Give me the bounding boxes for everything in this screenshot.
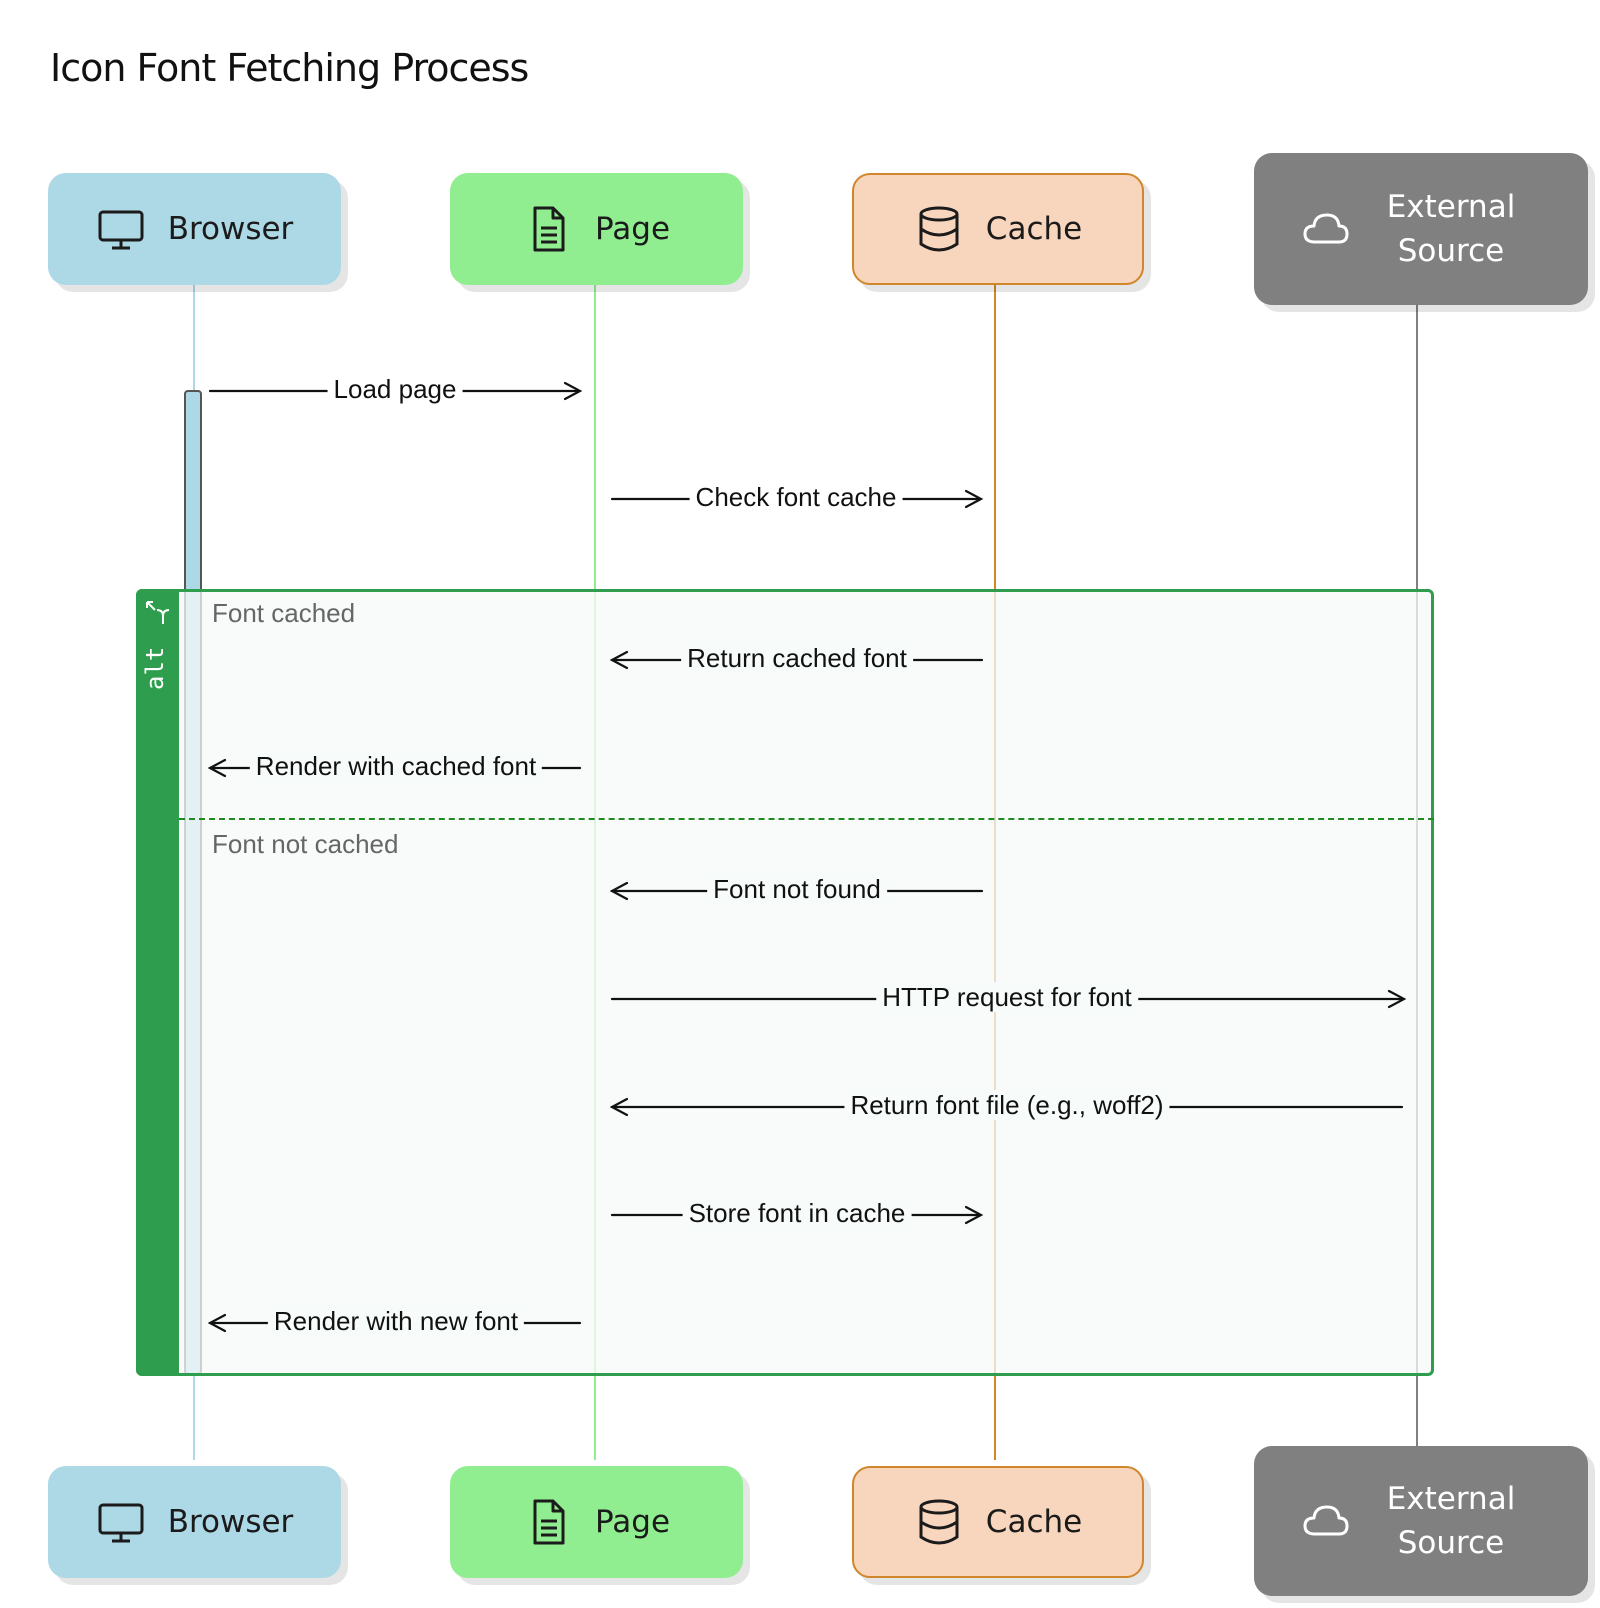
participant-label: External Source [1386,1481,1516,1561]
message-label-7: Return font file (e.g., woff2) [844,1090,1170,1120]
participant-label: Cache [985,211,1083,247]
participant-label: Browser [167,1504,294,1540]
participant-label: Page [594,211,671,247]
branch-icon [146,601,170,624]
participant-label: Page [594,1504,671,1540]
participant-page-top[interactable]: Page [450,173,743,285]
diagram-title: Icon Font Fetching Process [50,46,529,90]
database-icon [919,206,959,252]
message-label-4: Render with cached font [249,751,543,781]
arrowhead-1 [563,381,583,401]
file-text-icon [533,206,565,252]
participant-page-bottom[interactable]: Page [450,1466,743,1578]
alt-guard-2: Font not cached [212,829,399,859]
alt-operator-label: alt [141,646,169,690]
alt-frame [136,589,1434,1376]
message-label-8: Store font in cache [682,1198,912,1228]
database-icon [919,1499,959,1545]
participant-label: Browser [167,211,294,247]
message-label-9: Render with new font [267,1306,525,1336]
participant-cache-bottom[interactable]: Cache [852,1466,1144,1578]
alt-frame-tab [136,589,179,1376]
message-label-5: Font not found [707,874,887,904]
cloud-icon [1303,213,1349,244]
participant-browser-top[interactable]: Browser [48,173,341,285]
message-label-6: HTTP request for font [876,982,1138,1012]
file-text-icon [533,1499,565,1545]
cloud-icon [1303,1505,1349,1536]
message-label-2: Check font cache [689,482,903,512]
monitor-icon [98,1503,144,1543]
participant-external-top[interactable]: External Source [1254,153,1588,305]
participant-external-bottom[interactable]: External Source [1254,1446,1588,1596]
participant-cache-top[interactable]: Cache [852,173,1144,285]
message-label-1: Load page [327,374,463,404]
monitor-icon [98,210,144,250]
participant-label: Cache [985,1504,1083,1540]
arrowhead-2 [964,489,984,509]
alt-guard-1: Font cached [212,598,356,628]
message-label-3: Return cached font [681,643,913,673]
alt-branch-divider [179,818,1434,820]
participant-label: External Source [1386,189,1516,269]
participant-browser-bottom[interactable]: Browser [48,1466,341,1578]
